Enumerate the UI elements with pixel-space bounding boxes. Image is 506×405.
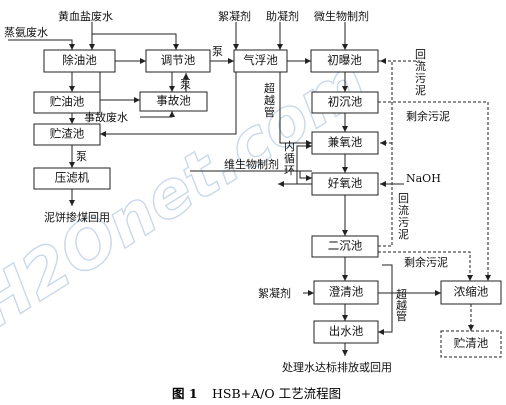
box-zhuzhachi: 贮渣池 [33, 123, 101, 146]
label-beng-1: 泵 [212, 45, 223, 58]
caption-prefix: 图 1 [172, 386, 198, 401]
box-jianyangchi: 兼氧池 [311, 131, 379, 155]
svg-text:贮油池: 贮油池 [50, 95, 85, 109]
label-huiliu-2: 回流污泥 [398, 192, 409, 241]
box-chengqingchi: 澄清池 [313, 280, 379, 305]
label-discharge: 处理水达标排放或回用 [282, 360, 392, 374]
svg-text:二沉池: 二沉池 [328, 239, 363, 253]
svg-text:事故池: 事故池 [156, 94, 191, 108]
svg-text:调节池: 调节池 [161, 53, 196, 67]
box-erchenchi: 二沉池 [311, 235, 379, 258]
box-zhuyouchi: 贮油池 [33, 91, 101, 114]
svg-text:气浮池: 气浮池 [243, 53, 278, 67]
dashed-connectors [378, 58, 491, 331]
box-chuchenchi: 初沉池 [311, 91, 379, 114]
label-beng-2: 泵 [180, 78, 191, 91]
figure-caption: 图 1 HSB+A/O 工艺流程图 [172, 386, 341, 401]
label-weishengwu-2: 维生物制剂 [224, 157, 279, 171]
label-xuenji: 絮凝剂 [218, 9, 251, 23]
label-nibing: 泥饼掺煤回用 [44, 210, 110, 224]
box-zhuqingchi: 贮清池 [440, 330, 502, 358]
svg-text:初曝池: 初曝池 [327, 53, 362, 67]
svg-text:除油池: 除油池 [62, 53, 97, 67]
box-haoyangchi: 好氧池 [311, 172, 379, 196]
box-chushuichi: 出水池 [313, 320, 379, 344]
caption-title: HSB+A/O 工艺流程图 [212, 386, 341, 401]
svg-text:出水池: 出水池 [329, 324, 364, 338]
svg-text:初沉池: 初沉池 [328, 95, 363, 109]
svg-text:贮渣池: 贮渣池 [50, 127, 85, 141]
label-shigu-feishui: 事故废水 [84, 110, 128, 124]
label-zhuning: 助凝剂 [266, 9, 299, 23]
label-naoh: NaOH [406, 172, 441, 185]
label-shengyu-2: 剩余污泥 [404, 255, 448, 269]
svg-text:好氧池: 好氧池 [328, 176, 363, 190]
svg-text:贮清池: 贮清池 [454, 336, 489, 350]
svg-text:澄清池: 澄清池 [329, 285, 364, 299]
label-huangxue: 黄血盐废水 [58, 9, 113, 23]
label-shengyu-1: 剩余污泥 [406, 109, 450, 123]
svg-text:浓缩池: 浓缩池 [454, 285, 489, 299]
svg-text:压滤机: 压滤机 [55, 171, 90, 185]
box-tiaojiechi: 调节池 [145, 49, 211, 73]
box-chuyouchi: 除油池 [43, 49, 116, 73]
box-qifuchi: 气浮池 [233, 49, 288, 73]
label-huiliu-1: 回流污泥 [415, 48, 426, 97]
label-weishengwu: 微生物制剂 [314, 9, 369, 23]
label-neixunhuan: 内循环 [284, 139, 295, 177]
box-yalvji: 压滤机 [33, 167, 111, 190]
label-chaoyue-1: 超越管 [264, 81, 275, 119]
label-chaoyue-2: 超越管 [396, 287, 407, 323]
box-shiguchi: 事故池 [139, 91, 208, 112]
box-chubaochi: 初曝池 [310, 49, 379, 73]
svg-text:兼氧池: 兼氧池 [328, 135, 363, 149]
box-nongsuochi: 浓缩池 [440, 280, 502, 305]
label-xuenji-2: 絮凝剂 [258, 286, 291, 300]
label-anfei: 蒸氨废水 [4, 25, 48, 39]
diagram-labels: 蒸氨废水 黄血盐废水 絮凝剂 助凝剂 微生物制剂 泵 泵 泵 事故废水 剩余污泥… [4, 9, 450, 374]
label-beng-3: 泵 [76, 150, 87, 163]
